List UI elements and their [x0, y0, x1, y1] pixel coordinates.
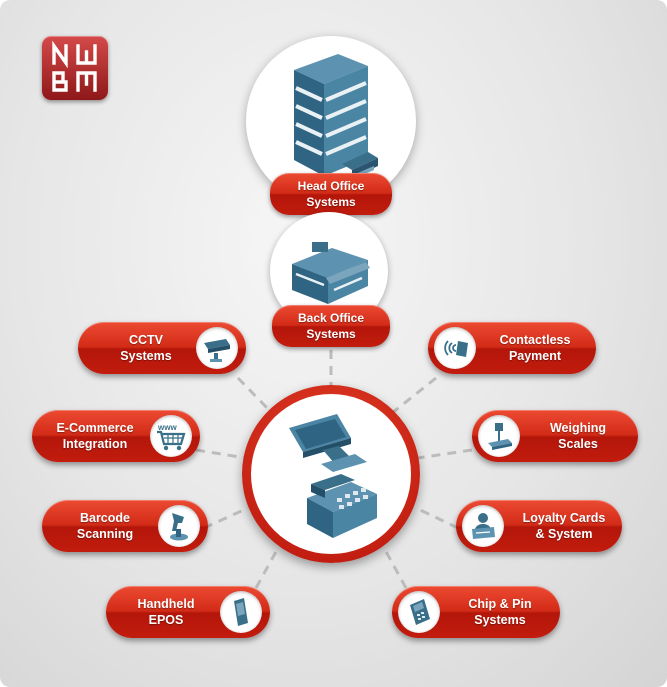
chip-pin-label: Chip & Pin Systems	[468, 597, 532, 627]
ecommerce-integration-label: E-Commerce Integration	[56, 421, 134, 451]
connector-weighing	[417, 448, 473, 460]
connector-chip-pin	[382, 547, 408, 589]
ecommerce-integration-item[interactable]: E-Commerce Integration www	[32, 410, 200, 462]
office-building-icon	[294, 54, 378, 182]
barcode-scanning-label: Barcode Scanning	[76, 511, 134, 541]
loyalty-cards-item[interactable]: Loyalty Cards & System	[456, 500, 622, 552]
epos-hub[interactable]	[242, 385, 420, 563]
head-office-circle[interactable]	[246, 36, 416, 206]
head-office-label[interactable]: Head Office Systems	[270, 173, 392, 215]
connector-handheld	[254, 547, 280, 589]
connector-ecommerce	[195, 448, 247, 460]
barcode-scanner-icon	[158, 505, 200, 547]
chip-pin-item[interactable]: Chip & Pin Systems	[392, 586, 560, 638]
weighing-scales-item[interactable]: Weighing Scales	[472, 410, 638, 462]
pos-terminal-and-cash-register-icon	[289, 414, 377, 538]
cctv-systems-item[interactable]: CCTV Systems	[78, 322, 246, 374]
www-shopping-cart-icon: www	[150, 415, 192, 457]
chip-and-pin-terminal-icon	[398, 591, 440, 633]
contactless-card-icon	[434, 327, 476, 369]
barcode-scanning-item[interactable]: Barcode Scanning	[42, 500, 208, 552]
shop-building-icon	[292, 242, 370, 304]
handheld-device-icon	[220, 591, 262, 633]
handheld-epos-item[interactable]: Handheld EPOS	[106, 586, 270, 638]
svg-text:www: www	[157, 423, 177, 432]
connector-loyalty	[415, 506, 459, 530]
cctv-systems-label: CCTV Systems	[120, 333, 172, 363]
logo-monogram-icon	[52, 40, 97, 92]
hub-inner-circle	[251, 394, 411, 554]
contactless-payment-label: Contactless Payment	[499, 333, 571, 363]
cctv-camera-icon	[196, 327, 238, 369]
connector-barcode	[203, 506, 249, 530]
brand-logo[interactable]	[42, 36, 108, 100]
handheld-epos-label: Handheld EPOS	[137, 597, 195, 627]
contactless-payment-item[interactable]: Contactless Payment	[428, 322, 596, 374]
loyalty-cards-label: Loyalty Cards & System	[522, 511, 606, 541]
loyalty-card-icon	[462, 505, 504, 547]
weighing-scale-icon	[478, 415, 520, 457]
back-office-label[interactable]: Back Office Systems	[272, 305, 390, 347]
weighing-scales-label: Weighing Scales	[549, 421, 606, 451]
connector-cctv	[236, 376, 274, 415]
